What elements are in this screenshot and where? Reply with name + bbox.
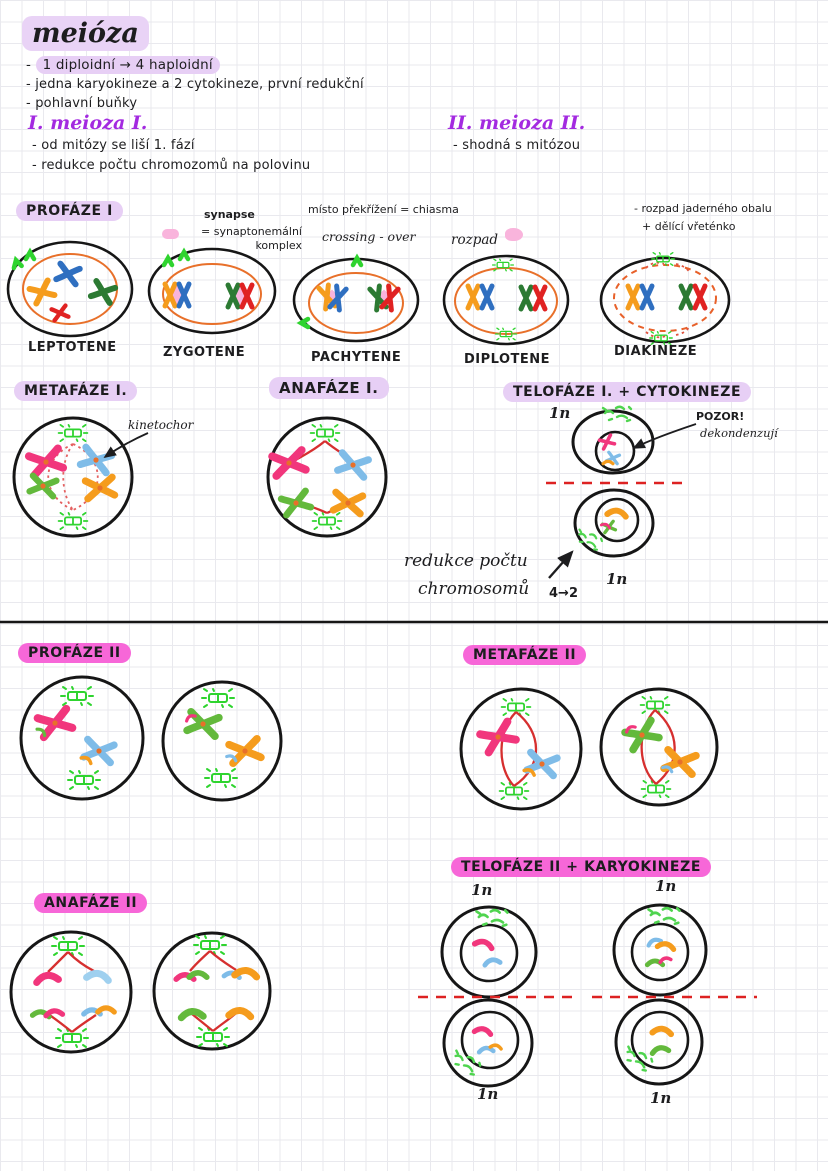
telophase2-n-bottom-right: 1n: [650, 1089, 672, 1107]
meiosis1-heading: I. meioza I.: [28, 112, 148, 134]
metaphase2-heading: METAFÁZE II: [463, 644, 587, 665]
stage-label-diplotene: DIPLOTENE: [464, 352, 551, 367]
intro-bullet-1-text: 1 diploidní → 4 haploidní: [35, 56, 220, 74]
anaphase1-heading-text: ANAFÁZE I.: [269, 377, 389, 399]
pozor-arrow: [632, 423, 697, 449]
anaphase2-heading: ANAFÁZE II: [34, 892, 148, 913]
kinetochor-arrow: [103, 432, 149, 459]
synaptonemal-label: = synaptonemální komplex: [201, 225, 302, 252]
diakineze-note-2: + dělící vřeténko: [642, 220, 736, 233]
cell-metaphase1: [12, 416, 134, 538]
telophase1-n-bottom: 1n: [606, 570, 628, 588]
bullet-dash: -: [26, 57, 32, 73]
stage-label-pachytene: PACHYTENE: [311, 350, 402, 365]
cell-zygotene: [147, 247, 277, 335]
metaphase1-heading-text: METAFÁZE I.: [14, 381, 138, 401]
crossing-over-label: crossing - over: [322, 229, 416, 244]
cell-diakineze: [599, 251, 731, 345]
intro-bullet-2: - jedna karyokineze a 2 cytokineze, prvn…: [26, 77, 364, 92]
cell-anaphase2-left: [9, 930, 133, 1054]
meiosis1-bullet-1: - od mitózy se liší 1. fází: [32, 138, 195, 153]
telophase2-heading-text: TELOFÁZE II + KARYOKINEZE: [451, 857, 712, 877]
cell-anaphase1: [266, 416, 388, 538]
metaphase1-heading: METAFÁZE I.: [14, 380, 138, 401]
cell-metaphase2-right: [599, 687, 719, 807]
kinetochor-label: kinetochor: [128, 418, 194, 432]
prophase2-heading-text: PROFÁZE II: [18, 643, 131, 663]
reduction-note-line1: redukce počtu: [404, 551, 528, 571]
reduction-note-line2: chromosomů: [418, 579, 530, 599]
telophase2-n-top-right: 1n: [655, 877, 677, 895]
prophase2-heading: PROFÁZE II: [18, 642, 131, 663]
rozpad-pink-mark: [505, 228, 523, 241]
cell-telophase2-right: [612, 903, 708, 1086]
meiosis1-bullet-2: - redukce počtu chromozomů na polovinu: [32, 158, 311, 173]
meiosis2-bullet-1: - shodná s mitózou: [453, 138, 581, 153]
telophase1-heading: TELOFÁZE I. + CYTOKINEZE: [503, 381, 752, 402]
reduction-count: 4→2: [549, 586, 578, 601]
intro-bullet-3: - pohlavní buňky: [26, 96, 138, 111]
page-title: meióza: [22, 16, 149, 51]
pozor-label: POZOR!: [696, 410, 745, 423]
reduction-arrow: [548, 550, 574, 579]
synapse-label: synapse: [204, 208, 255, 221]
cell-leptotene: [6, 240, 134, 338]
page-title-text: meióza: [22, 16, 149, 51]
meiosis2-heading: II. meioza II.: [448, 112, 586, 134]
anaphase1-heading: ANAFÁZE I.: [269, 377, 389, 399]
cell-telophase2-left: [440, 905, 538, 1088]
cell-telophase1: [546, 405, 683, 558]
stage-label-zygotene: ZYGOTENE: [163, 345, 246, 360]
cell-metaphase2-left: [459, 687, 583, 811]
annotation-arrows: [103, 423, 697, 579]
dekondenzuji-label: dekondenzují: [700, 426, 778, 440]
stage-label-leptotene: LEPTOTENE: [28, 340, 117, 355]
telophase2-n-bottom-left: 1n: [477, 1085, 499, 1103]
cell-diplotene: [442, 254, 570, 346]
stage-label-diakineze: DIAKINEZE: [614, 344, 698, 359]
telophase2-n-top-left: 1n: [471, 881, 493, 899]
intro-bullet-1: - 1 diploidní → 4 haploidní: [26, 56, 220, 74]
cell-prophase2-left: [19, 675, 145, 801]
cell-anaphase2-right: [152, 931, 272, 1051]
metaphase2-heading-text: METAFÁZE II: [463, 645, 587, 665]
rozpad-label: rozpad: [451, 232, 499, 248]
cell-pachytene: [292, 258, 420, 343]
diakineze-note-1: - rozpad jaderného obalu: [634, 202, 772, 215]
anaphase2-heading-text: ANAFÁZE II: [34, 893, 148, 913]
prophase1-heading-text: PROFÁZE I: [16, 201, 123, 221]
synaptonemal-swatch: [162, 229, 179, 239]
cell-prophase2-right: [161, 680, 283, 802]
telophase1-n-top: 1n: [549, 404, 571, 422]
chiasma-label: místo překřížení = chiasma: [308, 203, 459, 216]
telophase2-heading: TELOFÁZE II + KARYOKINEZE: [451, 856, 712, 877]
prophase1-heading: PROFÁZE I: [16, 200, 123, 221]
telophase1-heading-text: TELOFÁZE I. + CYTOKINEZE: [503, 382, 752, 402]
